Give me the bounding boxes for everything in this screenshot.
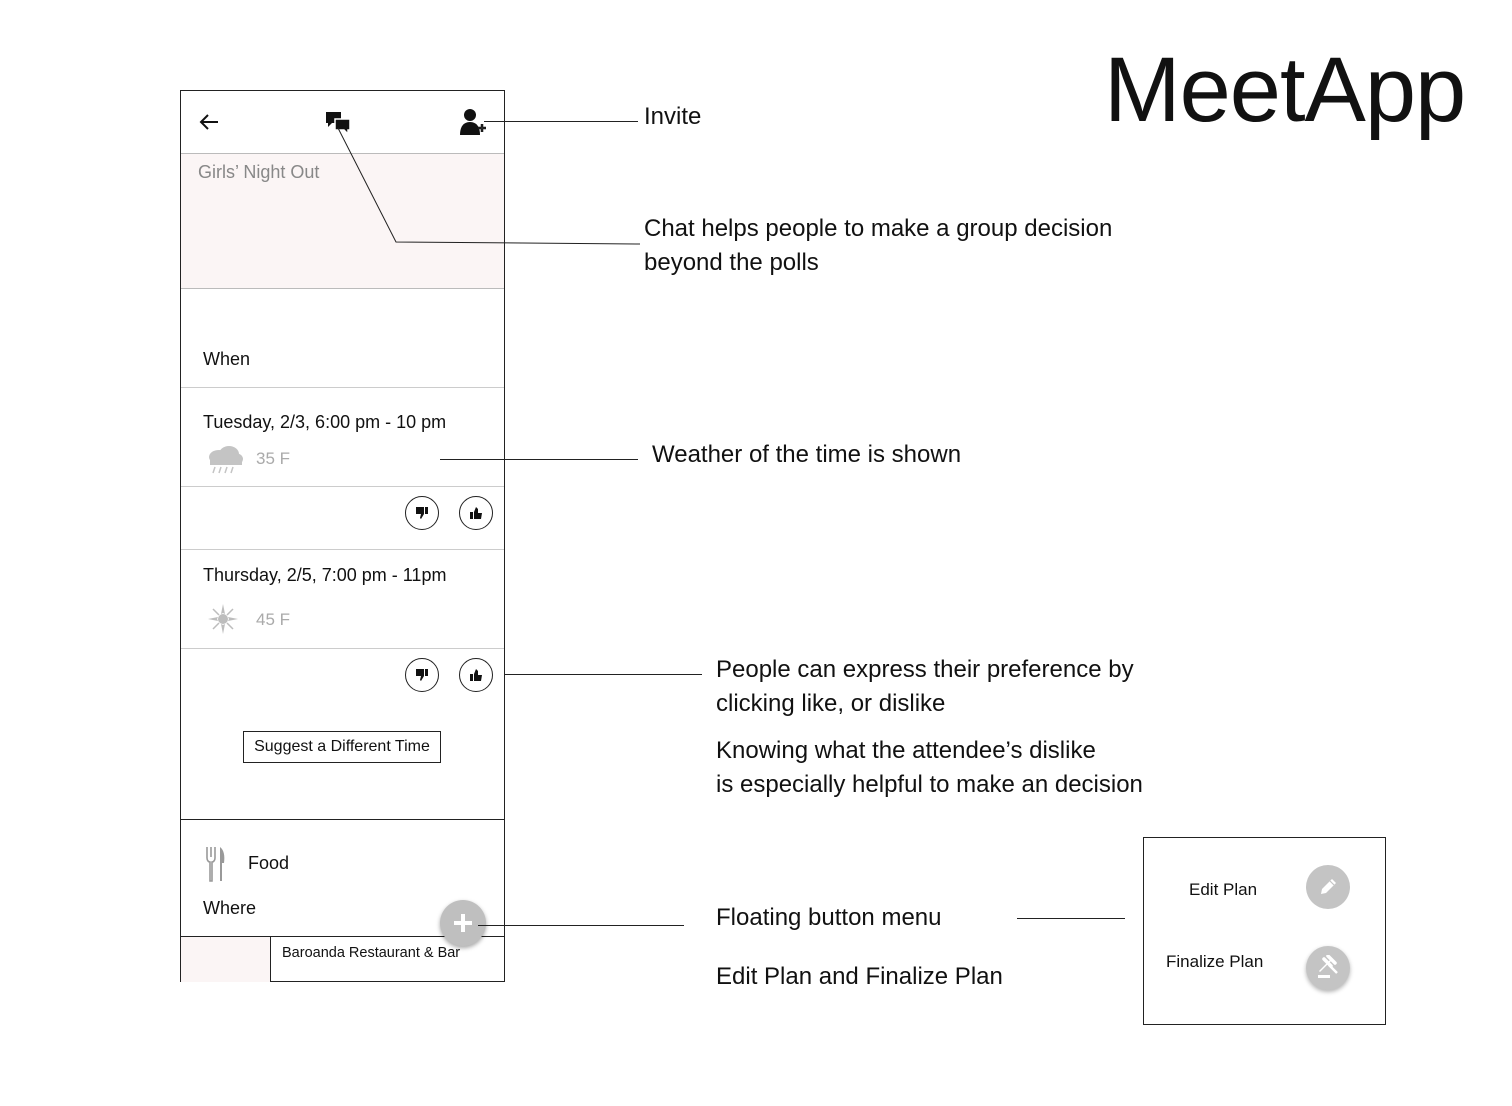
dislike-button-slot-1[interactable] [405, 496, 439, 530]
suggest-time-button[interactable]: Suggest a Different Time [243, 731, 441, 763]
finalize-plan-button[interactable] [1306, 946, 1350, 990]
preference-annotation-line1: People can express their preference by [716, 656, 1134, 683]
event-banner: Girls’ Night Out [181, 154, 504, 289]
finalize-plan-label: Finalize Plan [1166, 952, 1264, 971]
dislike-button-slot-2[interactable] [405, 658, 439, 692]
chat-connector-line [337, 127, 641, 245]
chat-annotation-line1: Chat helps people to make a group decisi… [644, 215, 1113, 242]
plus-icon [454, 914, 472, 932]
thumbs-up-icon [470, 507, 482, 519]
like-button-slot-2[interactable] [459, 658, 493, 692]
dislike-annotation-line1: Knowing what the attendee’s dislike [716, 737, 1096, 764]
vote-connector-line [504, 674, 702, 675]
when-label: When [203, 349, 251, 369]
gavel-icon [1318, 955, 1338, 978]
event-title: Girls’ Night Out [198, 162, 320, 182]
app-brand-title: MeetApp [1104, 39, 1466, 141]
fab-connector-line [478, 925, 684, 926]
phone-mockup: Girls’ Night Out When Tuesday, 2/3, 6:00… [180, 90, 505, 982]
divider [181, 387, 504, 388]
time-slot-1-label: Tuesday, 2/3, 6:00 pm - 10 pm [203, 412, 447, 432]
edit-plan-button[interactable] [1306, 865, 1350, 909]
weather-annotation: Weather of the time is shown [652, 441, 962, 468]
thumbs-up-icon [470, 669, 482, 681]
floating-action-button[interactable] [440, 900, 486, 946]
fab-menu-connector-line [1017, 918, 1125, 919]
time-slot-2-temperature: 45 F [256, 610, 291, 629]
dislike-annotation-line2: is especially helpful to make an decisio… [716, 771, 1143, 798]
thumbs-down-icon [416, 669, 428, 681]
edit-plan-label: Edit Plan [1189, 880, 1258, 899]
like-button-slot-1[interactable] [459, 496, 493, 530]
fab-annotation: Floating button menu [716, 904, 942, 931]
divider [181, 486, 504, 487]
invite-connector-line [484, 121, 638, 122]
top-bar [181, 91, 504, 154]
chat-annotation-line2: beyond the polls [644, 249, 819, 276]
preference-annotation-line2: clicking like, or dislike [716, 690, 946, 717]
divider [181, 648, 504, 649]
time-slot-1-temperature: 35 F [256, 449, 291, 468]
venue-name: Baroanda Restaurant & Bar [282, 945, 461, 961]
fork-knife-icon [205, 846, 227, 882]
invite-person-icon[interactable] [456, 106, 488, 138]
food-label: Food [248, 853, 290, 873]
time-slot-2-label: Thursday, 2/5, 7:00 pm - 11pm [203, 565, 447, 585]
floating-menu-detail: Edit Plan Finalize Plan [1143, 837, 1386, 1025]
divider [181, 549, 504, 550]
venue-row[interactable]: Baroanda Restaurant & Bar [181, 936, 504, 982]
venue-thumbnail [181, 937, 271, 982]
storm-cloud-icon [205, 445, 245, 475]
invite-annotation: Invite [644, 103, 702, 130]
sun-icon [207, 603, 239, 635]
fab-options-annotation: Edit Plan and Finalize Plan [716, 963, 1003, 990]
thumbs-down-icon [416, 507, 428, 519]
weather-connector-line [440, 459, 638, 460]
section-divider [181, 819, 504, 820]
pencil-icon [1321, 879, 1336, 894]
chat-icon[interactable] [321, 107, 355, 139]
back-arrow-icon[interactable] [195, 108, 223, 136]
where-label: Where [203, 898, 257, 918]
